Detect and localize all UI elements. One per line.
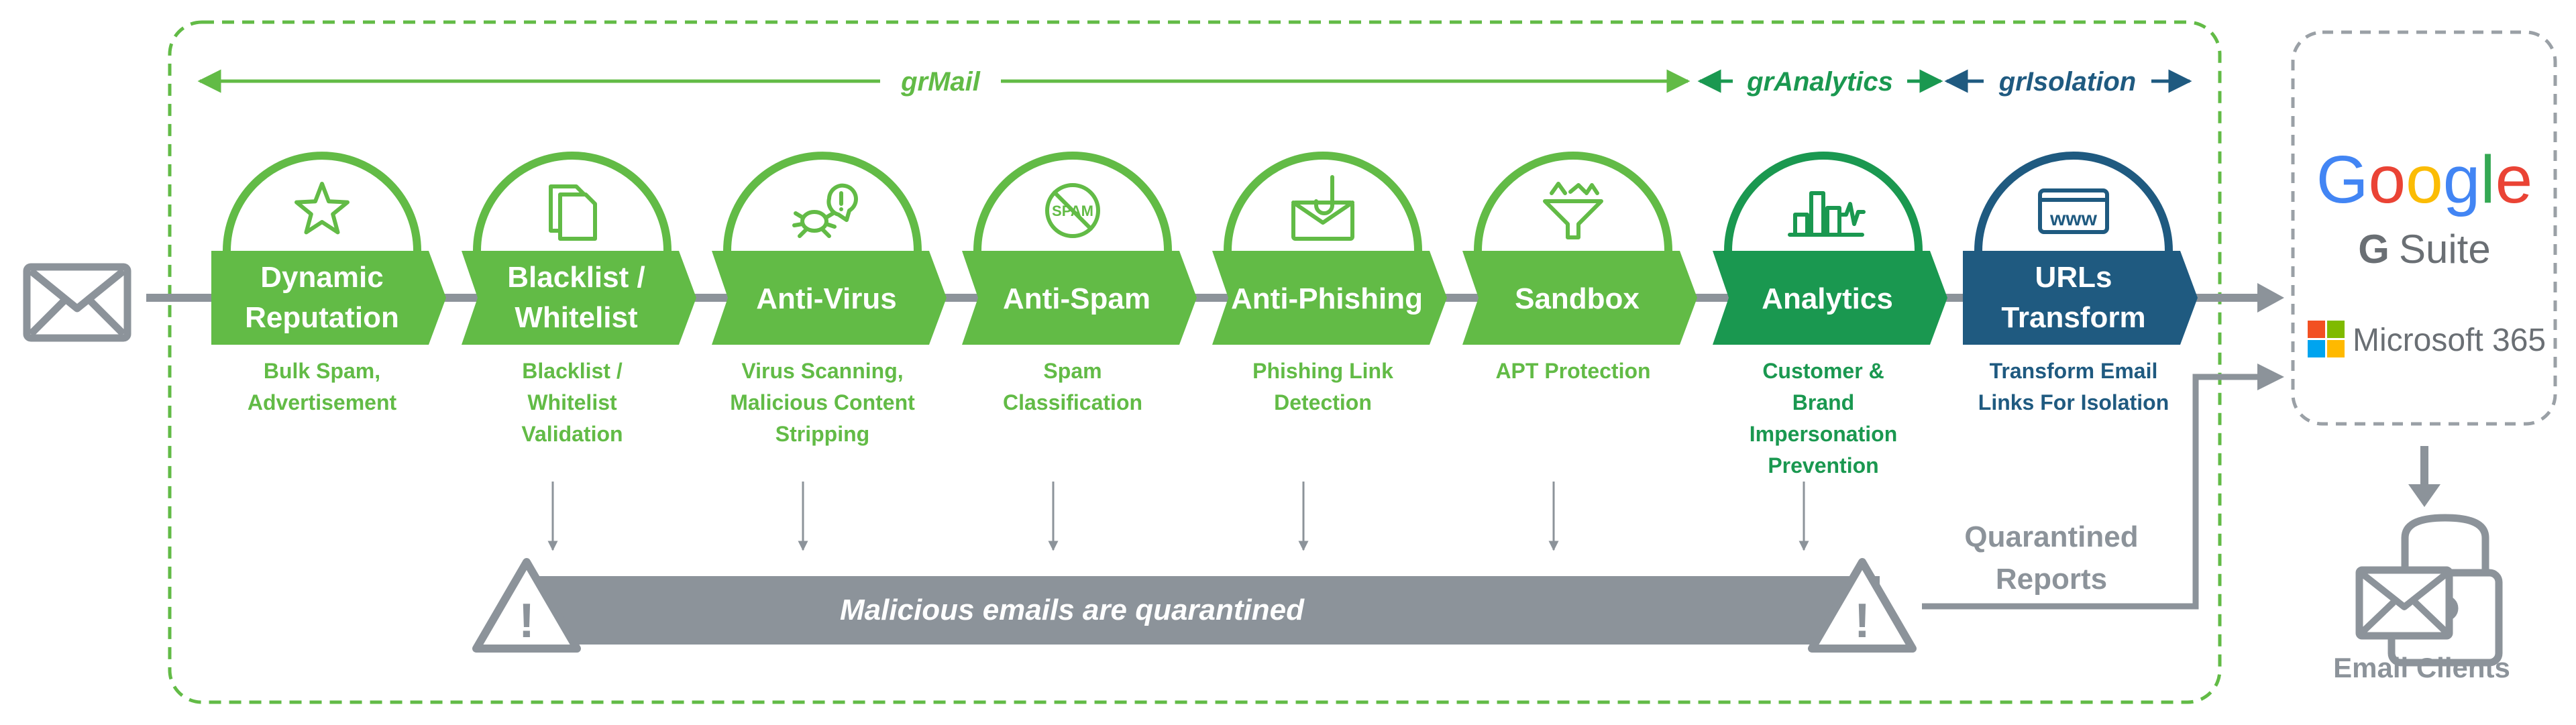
no-spam-icon: SPAM: [1045, 183, 1100, 238]
stage-description: Blacklist /: [522, 359, 623, 383]
stage-description: Spam: [1043, 359, 1102, 383]
stage-title: Dynamic: [260, 261, 383, 294]
stage-title: Anti-Virus: [756, 282, 896, 315]
stage-description: Validation: [521, 422, 623, 446]
svg-text:www: www: [2049, 208, 2098, 230]
stage-title: Transform: [2001, 301, 2145, 334]
quarantine-down-arrows: [547, 482, 1809, 551]
warning-triangle-right-icon: !: [1808, 558, 1917, 653]
inbound-email-icon: [23, 263, 131, 342]
microsoft-logo-icon: [2308, 321, 2345, 357]
delivery-arrowhead: [2257, 283, 2284, 313]
stage-description: APT Protection: [1495, 359, 1650, 383]
virus-bug-icon: [792, 183, 858, 238]
star-icon: [294, 182, 350, 235]
stage-dome-arc: [723, 152, 922, 252]
stage-description: Advertisement: [248, 390, 397, 414]
stage-description: Brand: [1792, 390, 1854, 414]
analytics-chart-icon: [1788, 191, 1866, 237]
quarantined-reports-line1: Quarantined: [1964, 520, 2138, 553]
granalytics-label-bg: [1733, 62, 1907, 101]
stage-banner: [1212, 251, 1447, 345]
documents-icon: [549, 184, 597, 241]
stage-dome-arc: [223, 152, 421, 252]
stage-banner: [1713, 251, 1947, 345]
phishing-hook-icon: [1291, 175, 1354, 241]
clients-arrowhead: [2408, 484, 2440, 507]
stage-description: Prevention: [1768, 453, 1878, 478]
granalytics-label: grAnalytics: [1746, 67, 1893, 97]
stage-title: Blacklist /: [507, 261, 645, 294]
svg-text:Google: Google: [2316, 142, 2533, 217]
grmail-dashed-frame: [168, 20, 2222, 704]
stage-description: Classification: [1003, 390, 1142, 414]
stage-dome-arc: [1974, 152, 2173, 252]
stage-banner: [712, 251, 947, 345]
stage-title: Reputation: [245, 301, 399, 334]
stage-dome-arc: [1474, 152, 1672, 252]
quarantined-reports-line2: Reports: [1996, 563, 2107, 596]
grmail-label-bg: [880, 62, 1001, 101]
quarantine-banner: Malicious emails are quarantined: [537, 576, 1880, 645]
stage-title: URLs: [2035, 261, 2112, 294]
stage-description: Malicious Content: [730, 390, 915, 414]
stage-title: Whitelist: [515, 301, 638, 334]
stage-title: Sandbox: [1515, 282, 1640, 315]
warning-triangle-left-icon: !: [472, 558, 581, 653]
google-logo: Google: [2316, 142, 2533, 217]
stage-banner: [1963, 251, 2198, 345]
stage-title: Anti-Spam: [1003, 282, 1150, 315]
email-clients-icon: [2355, 514, 2503, 667]
stage-description: Detection: [1274, 390, 1372, 414]
providers-dashed-frame: [2291, 30, 2557, 426]
stage-description: Whitelist: [527, 390, 617, 414]
microsoft-365-label: Microsoft 365: [2353, 323, 2546, 358]
stage-description: Transform Email: [1990, 359, 2158, 383]
stage-description: Links For Isolation: [1978, 390, 2169, 414]
quarantined-reports-connector: [1922, 374, 2267, 610]
email-clients-label: Email Clients: [2333, 652, 2510, 683]
stage-banner: [962, 251, 1197, 345]
stage-description: Stripping: [775, 422, 869, 446]
grisolation-label-bg: [1984, 62, 2151, 101]
stage-banner: [1462, 251, 1697, 345]
sandbox-funnel-icon: [1543, 182, 1603, 239]
stage-description: Impersonation: [1750, 422, 1897, 446]
stage-dome-arc: [973, 152, 1172, 252]
reports-arrowhead: [2257, 364, 2284, 390]
stage-description: Customer &: [1762, 359, 1884, 383]
www-browser-icon: www: [2038, 188, 2109, 234]
stage-description: Virus Scanning,: [741, 359, 903, 383]
stage-banner: [462, 251, 696, 345]
quarantine-banner-text: Malicious emails are quarantined: [840, 594, 1305, 626]
stage-title: Anti-Phishing: [1231, 282, 1423, 315]
stage-title: Analytics: [1762, 282, 1893, 315]
stage-description: Bulk Spam,: [264, 359, 380, 383]
grmail-label: grMail: [900, 67, 981, 97]
svg-text:!: !: [1854, 594, 1870, 648]
stage-banner: [211, 251, 446, 345]
svg-text:!: !: [519, 594, 535, 648]
stage-description: Phishing Link: [1252, 359, 1393, 383]
grisolation-label: grIsolation: [1998, 67, 2136, 97]
